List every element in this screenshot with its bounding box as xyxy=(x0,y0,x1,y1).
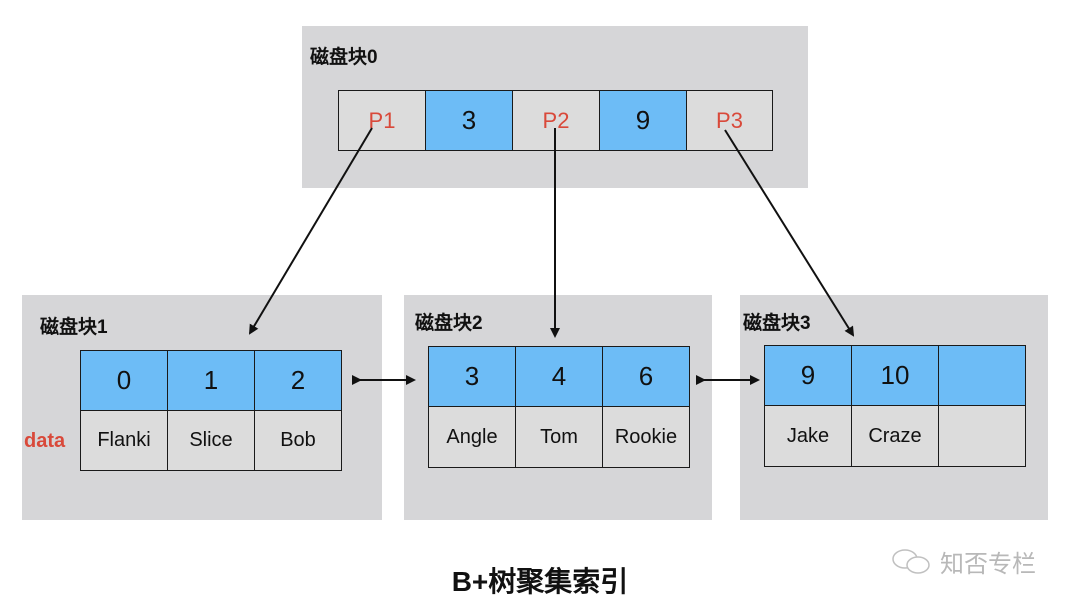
leaf-value: Jake xyxy=(764,405,852,467)
leaf-key: 3 xyxy=(428,346,516,407)
data-label: data xyxy=(24,430,66,452)
pointer-p1: P1 xyxy=(338,90,426,151)
leaf-value: Bob xyxy=(254,410,342,471)
leaf-key: 9 xyxy=(764,345,852,406)
leaf-key: 1 xyxy=(167,350,255,411)
disk-block-1-label: 磁盘块1 xyxy=(40,317,108,338)
leaf-value: Angle xyxy=(428,406,516,468)
pointer-p3: P3 xyxy=(686,90,773,151)
disk-block-3-label: 磁盘块3 xyxy=(743,313,811,334)
arrow-p3-to-block3 xyxy=(724,129,855,337)
leaf-value: Slice xyxy=(167,410,255,471)
leaf-value-empty xyxy=(938,405,1026,467)
leaf-value: Rookie xyxy=(602,406,690,468)
disk-block-2-label: 磁盘块2 xyxy=(415,313,483,334)
leaf-key: 10 xyxy=(851,345,939,406)
disk-block-0-label: 磁盘块0 xyxy=(310,47,378,68)
key-3: 3 xyxy=(425,90,513,151)
watermark: 知否专栏 xyxy=(890,544,1036,579)
leaf-key: 6 xyxy=(602,346,690,407)
leaf-key: 0 xyxy=(80,350,168,411)
arrow-p1-to-block1 xyxy=(248,127,373,335)
diagram-title: B+树聚集索引 xyxy=(451,566,629,597)
wechat-icon xyxy=(892,548,930,574)
leaf-value: Tom xyxy=(515,406,603,468)
watermark-text: 知否专栏 xyxy=(940,551,1036,578)
leaf-value: Flanki xyxy=(80,410,168,471)
leaf-value: Craze xyxy=(851,405,939,467)
leaf-key: 2 xyxy=(254,350,342,411)
